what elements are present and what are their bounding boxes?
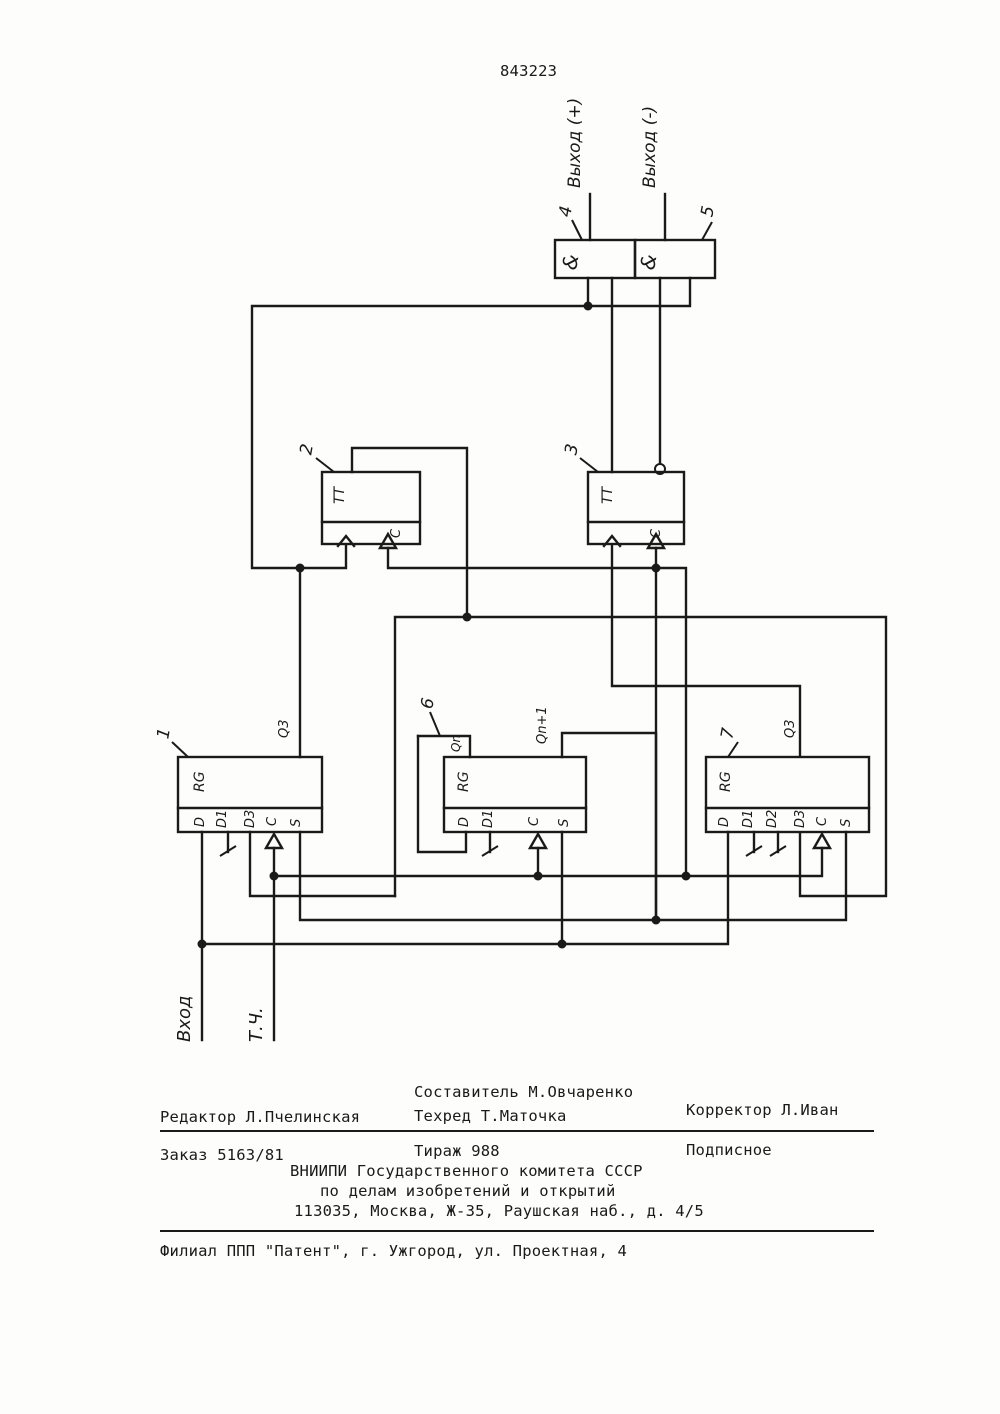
footer-address: 113035, Москва, Ж-35, Раушская наб., д. … [294,1202,704,1220]
block-number-2: 2 [296,442,318,456]
reg7-d1-label: D1 [741,810,756,828]
gate-5-symbol: & [635,252,661,272]
footer-order: Заказ 5163/81 [160,1146,284,1164]
reg7-s-label: S [839,819,854,827]
footer-compiler: Составитель М.Овчаренко [414,1083,633,1101]
reg6-s-label: S [557,819,572,827]
gate-4-symbol: & [557,252,583,272]
reg6-d-label: D [457,817,472,827]
footer-org-line-1: ВНИИПИ Государственного комитета СССР [290,1162,643,1180]
footer-subscription: Подписное [686,1141,772,1159]
footer-techred: Техред Т.Маточка [414,1107,567,1125]
block-number-6: 6 [417,696,439,710]
footer-editor: Редактор Л.Пчелинская [160,1108,360,1126]
ff2-c-label: C [389,528,404,538]
reg1-c-label: C [265,816,280,826]
footer-rule-2 [160,1230,874,1232]
block-number-7: 7 [717,726,739,740]
footer-rule-1 [160,1130,874,1132]
reg1-d-label: D [193,817,208,827]
reg7-d-label: D [717,817,732,827]
reg1-rg-label: RG [192,771,208,792]
reg6-qn1-label: Qn+1 [535,706,550,744]
circuit-diagram: & & Выход (+) Выход (-) 4 5 TT C 2 [0,0,1000,1070]
block-number-1: 1 [153,726,175,740]
ff3-tt-label: TT [600,485,616,504]
input-data-label: Вход [174,996,195,1042]
block-number-4: 4 [555,204,577,218]
output-minus-label: Выход (-) [640,106,660,188]
block-number-3: 3 [561,442,583,456]
flip-flop-3 [588,472,684,544]
input-clock-label: Т.Ч. [246,1007,267,1042]
output-plus-label: Выход (+) [565,98,585,188]
reg7-d2-label: D2 [765,810,780,828]
reg6-d1-label: D1 [481,810,496,828]
reg7-d3-label: D3 [793,810,808,828]
footer-org-line-2: по делам изобретений и открытий [320,1182,616,1200]
reg7-c-label: C [815,816,830,826]
reg6-c-label: C [527,816,542,826]
reg6-rg-label: RG [456,771,472,792]
flip-flop-2 [322,472,420,544]
reg6-qn-label: Qn [449,735,463,752]
reg1-d1-label: D1 [215,810,230,828]
reg7-q3-label: Q3 [783,719,798,738]
block-number-5: 5 [697,204,719,218]
footer-corrector: Корректор Л.Иван [686,1101,839,1119]
reg7-rg-label: RG [718,771,734,792]
reg1-s-label: S [289,819,304,827]
footer-branch: Филиал ППП "Патент", г. Ужгород, ул. Про… [160,1242,627,1260]
reg1-q3-label: Q3 [277,719,292,738]
ff2-tt-label: TT [332,485,348,504]
reg1-d3-label: D3 [243,810,258,828]
footer-circulation: Тираж 988 [414,1142,500,1160]
